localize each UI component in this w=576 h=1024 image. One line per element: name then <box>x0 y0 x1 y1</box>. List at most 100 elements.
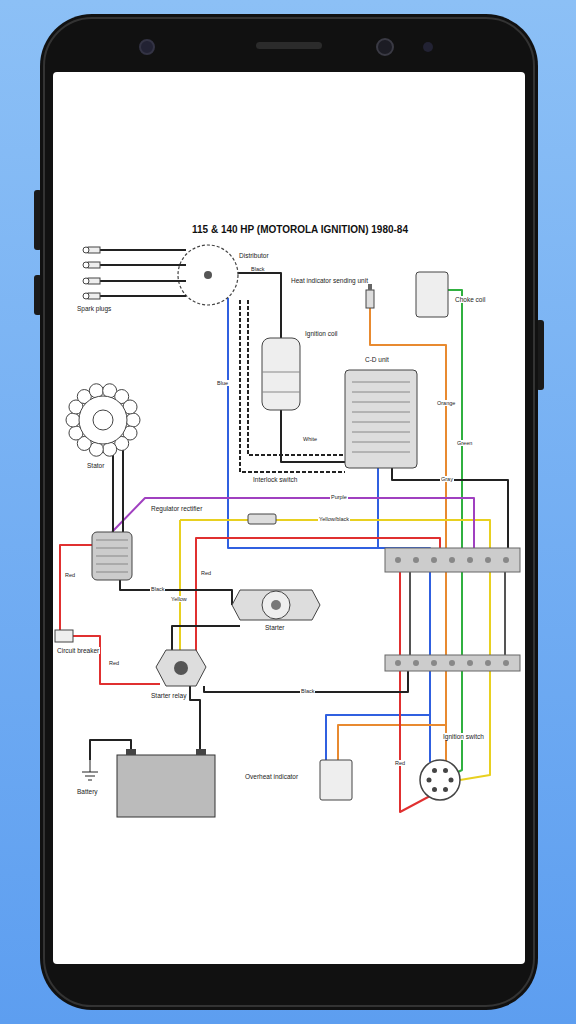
wire-harness <box>55 273 508 812</box>
ignition-coil <box>262 372 300 373</box>
wire-harness <box>112 498 474 548</box>
starter-motor <box>232 590 320 620</box>
part-label: Stator <box>86 462 105 469</box>
battery <box>117 755 215 817</box>
part-label: Interlock switch <box>252 476 298 483</box>
cd-unit <box>345 370 417 468</box>
phone-frame <box>40 14 538 1010</box>
wire-color-label: Black <box>300 688 315 694</box>
terminal-block <box>385 548 520 671</box>
ignition-switch <box>432 768 437 773</box>
starter-motor <box>271 600 281 610</box>
wire-color-label: Yellow <box>170 596 188 602</box>
terminal-block <box>485 660 491 666</box>
heat-sending-unit <box>368 284 372 290</box>
phone-frame <box>256 42 322 49</box>
spark-plug <box>100 249 186 251</box>
wire-color-label: Green <box>456 440 473 446</box>
spark-plug <box>88 278 100 284</box>
part-label: Choke coil <box>454 296 486 303</box>
terminal-block <box>431 660 437 666</box>
wire-color-label: Red <box>108 660 120 666</box>
starter-relay <box>174 661 188 675</box>
spark-plug <box>100 280 186 282</box>
regulator-rectifier <box>96 572 128 573</box>
ignition-switch <box>443 787 448 792</box>
starter-relay <box>156 650 206 686</box>
cd-unit <box>345 370 417 468</box>
ignition-switch <box>420 760 460 800</box>
spark-plug <box>88 293 100 299</box>
part-label: Starter relay <box>150 692 187 699</box>
wire-harness <box>248 300 345 455</box>
wire-harness <box>240 300 345 472</box>
cd-unit <box>352 402 410 403</box>
wire-harness <box>73 636 160 684</box>
wire-color-label: Red <box>200 570 212 576</box>
wire-color-label: Black <box>250 266 265 272</box>
spark-plug <box>88 247 100 253</box>
cd-unit <box>352 422 410 423</box>
wire-color-label: Black <box>150 586 165 592</box>
regulator-rectifier <box>96 556 128 557</box>
heat-sending-unit <box>366 290 374 308</box>
wire-harness <box>504 572 506 655</box>
part-label: C-D unit <box>364 356 390 363</box>
starter-relay <box>156 650 206 686</box>
wire-harness <box>112 450 114 532</box>
wire-harness <box>190 686 200 749</box>
cd-unit <box>352 382 410 383</box>
wire-harness <box>172 626 240 650</box>
terminal-block <box>385 548 520 572</box>
wire-color-label: Red <box>64 572 76 578</box>
wire-harness <box>392 468 508 548</box>
part-label: Ignition switch <box>442 733 485 740</box>
choke-coil <box>416 272 448 317</box>
part-label: Distributor <box>238 252 270 259</box>
terminal-block <box>385 655 520 671</box>
spark-plug <box>83 278 89 284</box>
stator <box>66 384 140 456</box>
regulator-rectifier <box>92 532 132 580</box>
wire-color-label: Orange <box>436 400 456 406</box>
regulator-rectifier <box>96 564 128 565</box>
wire-harness <box>55 545 92 636</box>
interlock-switch <box>248 514 276 524</box>
wire-harness <box>409 572 411 655</box>
wire-harness <box>448 290 462 772</box>
part-label: Battery <box>76 788 99 795</box>
distributor <box>178 245 238 305</box>
ignition-coil <box>262 392 300 393</box>
spark-plug <box>88 262 100 268</box>
part-label: Heat indicator sending unit <box>290 277 369 284</box>
spark-plug <box>83 247 89 253</box>
wire-color-label: Gray <box>440 476 454 482</box>
terminal-block <box>449 557 455 563</box>
diagram-title: 115 & 140 HP (MOTOROLA IGNITION) 1980-84 <box>192 224 408 235</box>
overheat-indicator <box>320 760 352 800</box>
distributor <box>178 245 238 305</box>
heat-sending-unit <box>366 284 374 308</box>
part-label: Overheat indicator <box>244 773 299 780</box>
part-label: Spark plugs <box>76 305 112 312</box>
distributor <box>204 271 212 279</box>
part-label: Starter <box>264 624 286 631</box>
stator <box>126 413 140 427</box>
wire-harness <box>122 450 124 532</box>
wire-color-label: Yellow/black <box>318 516 350 522</box>
regulator-rectifier <box>96 548 128 549</box>
ignition-switch <box>443 768 448 773</box>
ignition-coil <box>262 338 300 410</box>
choke-coil <box>416 272 448 317</box>
phone-frame <box>423 42 433 52</box>
wire-harness <box>377 468 379 548</box>
terminal-block <box>413 557 419 563</box>
wire-color-label: Red <box>394 760 406 766</box>
regulator-rectifier <box>96 540 128 541</box>
wire-color-label: White <box>302 436 318 442</box>
phone-frame <box>140 40 154 54</box>
battery <box>196 749 206 755</box>
